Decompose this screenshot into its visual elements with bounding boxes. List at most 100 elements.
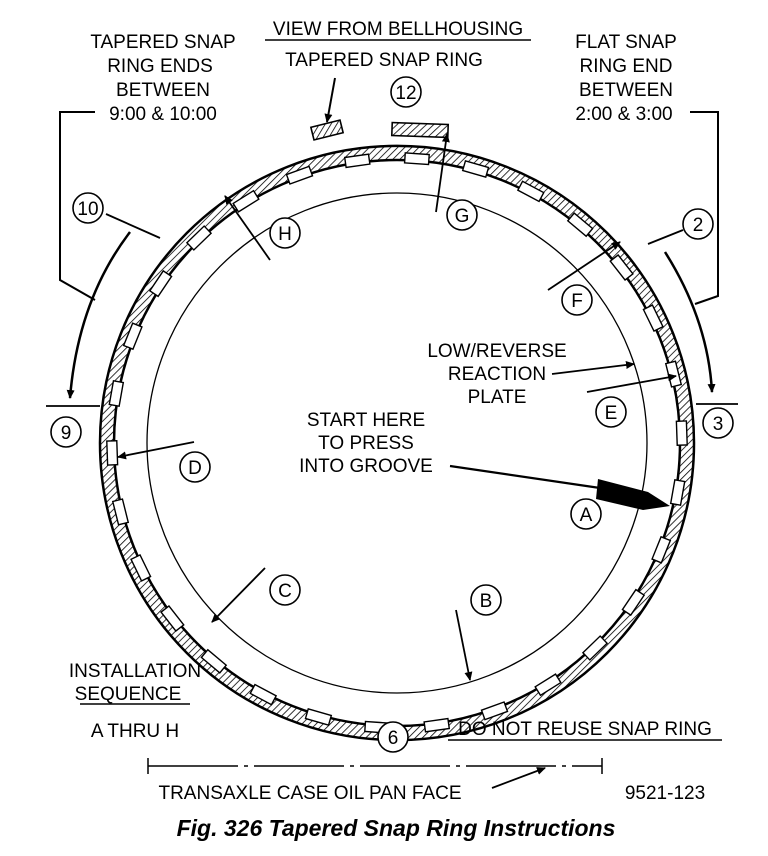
- seq-b-label: B: [480, 591, 493, 612]
- left-bracket: [59, 111, 96, 301]
- ring-lug: [675, 420, 688, 446]
- ring-lug: [461, 160, 490, 178]
- ring-lug: [621, 588, 646, 617]
- do-not-reuse-note: DO NOT REUSE SNAP RING: [458, 719, 712, 740]
- view-title: VIEW FROM BELLHOUSING: [273, 19, 523, 40]
- seq-e-marker: [595, 396, 627, 428]
- ring-lug: [516, 180, 545, 203]
- seq-b-arrow: [455, 609, 473, 681]
- right-note-line4: 2:00 & 3:00: [575, 104, 672, 125]
- start-note-line2: TO PRESS: [318, 433, 414, 454]
- seq-h-arrow: [224, 195, 271, 261]
- install-line2: SEQUENCE: [75, 684, 182, 705]
- seq-f-label: F: [571, 291, 583, 312]
- snap-ring-end-12: [390, 121, 450, 139]
- right-bracket: [690, 111, 719, 305]
- ring-lug: [111, 498, 130, 526]
- seq-h-label: H: [278, 224, 292, 245]
- seq-d-marker: [179, 451, 211, 483]
- ring-lug: [130, 553, 152, 582]
- tapered-ring-label: TAPERED SNAP RING: [285, 50, 483, 71]
- seq-b-marker: [470, 584, 502, 616]
- reaction-note-line2: REACTION: [448, 364, 546, 385]
- clock-10-label: 10: [77, 199, 98, 220]
- clock-3-marker: [702, 407, 734, 439]
- left-note-line3: BETWEEN: [116, 80, 210, 101]
- seq-e-label: E: [605, 403, 618, 424]
- ring-lug: [285, 165, 314, 185]
- seq-e-arrow: [586, 373, 677, 393]
- seq-a-marker: [570, 498, 602, 530]
- reaction-note-arrow: [551, 360, 635, 375]
- clock-6-label: 6: [388, 728, 399, 749]
- seq-d-label: D: [188, 458, 202, 479]
- install-line3: A THRU H: [91, 721, 179, 742]
- tapered-ring-arrow: [324, 77, 336, 123]
- start-note-leader: [449, 464, 601, 490]
- seq-h-marker: [269, 217, 301, 249]
- clock-10-marker: [72, 192, 104, 224]
- right-note-line3: BETWEEN: [579, 80, 673, 101]
- ring-lug: [343, 153, 371, 169]
- seq-g-label: G: [455, 206, 470, 227]
- seq-a-label: A: [580, 505, 593, 526]
- install-line1: INSTALLATION: [69, 661, 201, 682]
- tapered-end-range-arc: [66, 231, 131, 399]
- ring-lug: [122, 322, 143, 351]
- reaction-note-line1: LOW/REVERSE: [427, 341, 566, 362]
- ring-lug: [200, 648, 228, 674]
- clock-12-marker: [390, 76, 422, 108]
- clock-2-label: 2: [693, 215, 704, 236]
- ring-lug: [534, 673, 562, 697]
- figure-caption: Fig. 326 Tapered Snap Ring Instructions: [177, 815, 616, 841]
- left-note-line4: 9:00 & 10:00: [109, 104, 217, 125]
- ring-lug: [581, 635, 609, 661]
- snap-ring-end-tapered: [309, 119, 345, 141]
- flat-end-range-arc: [663, 251, 716, 393]
- clock-9-marker: [50, 416, 82, 448]
- clock-9-label: 9: [61, 423, 72, 444]
- ring-lug: [148, 269, 173, 298]
- ring-lug: [403, 152, 430, 166]
- ring-lug: [232, 189, 260, 213]
- ring-lug: [566, 212, 594, 238]
- seq-c-label: C: [278, 581, 292, 602]
- oil-pan-label: TRANSAXLE CASE OIL PAN FACE: [158, 783, 461, 804]
- clock-6-marker: [377, 721, 409, 753]
- seq-c-marker: [269, 574, 301, 606]
- reaction-plate-circle: [146, 192, 648, 694]
- ring-lug: [106, 440, 119, 466]
- right-note-line2: RING END: [580, 56, 673, 77]
- seq-c-arrow: [211, 567, 266, 623]
- left-note-line1: TAPERED SNAP: [90, 32, 235, 53]
- ring-lug: [651, 535, 672, 564]
- seq-g-marker: [446, 199, 478, 231]
- ring-lug: [480, 701, 509, 721]
- reaction-note-line3: PLATE: [468, 387, 527, 408]
- clock-2-marker: [682, 208, 714, 240]
- ring-lugs: [106, 119, 688, 734]
- clock-12-label: 12: [395, 83, 416, 104]
- ring-lug: [185, 225, 213, 251]
- ring-lug: [108, 380, 125, 407]
- ring-lug: [642, 304, 664, 333]
- start-note-line1: START HERE: [307, 410, 425, 431]
- clock-2-leader: [647, 229, 684, 245]
- seq-f-marker: [561, 284, 593, 316]
- seq-g-arrow: [435, 133, 450, 213]
- ring-lug: [423, 717, 451, 733]
- clock-10-leader: [105, 213, 161, 239]
- right-note-line1: FLAT SNAP: [575, 32, 677, 53]
- seq-f-arrow: [547, 241, 621, 291]
- left-note-line2: RING ENDS: [107, 56, 213, 77]
- clock-3-label: 3: [713, 414, 724, 435]
- seq-d-arrow: [117, 441, 195, 460]
- ring-lug: [249, 683, 278, 706]
- oil-pan-arrow: [491, 767, 546, 789]
- ring-lug: [669, 479, 686, 506]
- figure-id: 9521-123: [625, 783, 705, 804]
- ring-lug: [304, 708, 333, 726]
- ring-lug: [160, 604, 185, 633]
- start-note-line3: INTO GROOVE: [299, 456, 433, 477]
